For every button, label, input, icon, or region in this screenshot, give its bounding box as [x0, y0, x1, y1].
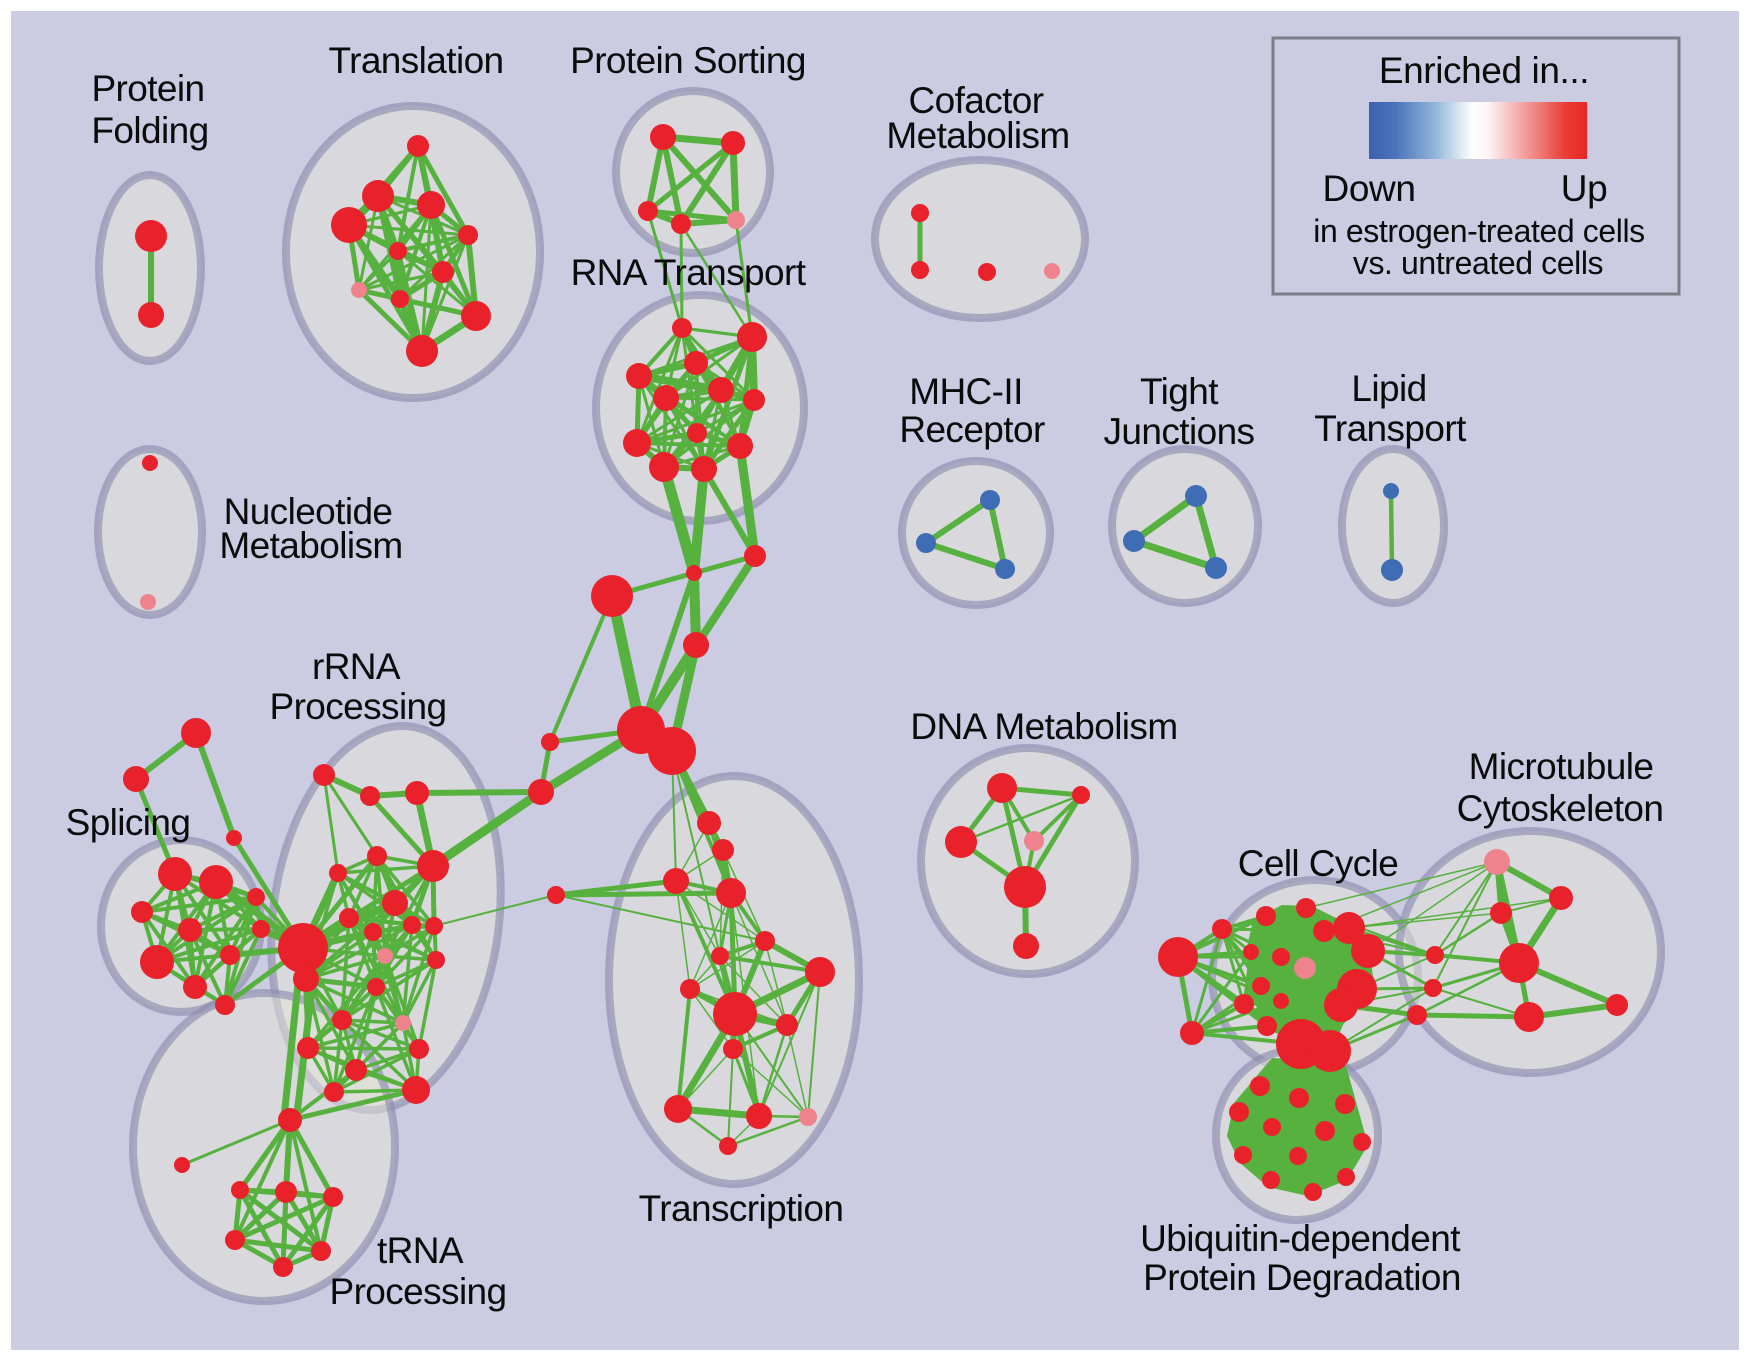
svg-text:in estrogen-treated cells: in estrogen-treated cells [1313, 213, 1645, 249]
svg-text:rRNA: rRNA [312, 646, 401, 687]
svg-text:Receptor: Receptor [899, 409, 1045, 450]
svg-text:Metabolism: Metabolism [219, 525, 402, 566]
svg-text:vs. untreated cells: vs. untreated cells [1353, 245, 1603, 281]
svg-text:Lipid: Lipid [1351, 368, 1426, 409]
svg-text:RNA Transport: RNA Transport [571, 252, 807, 293]
svg-text:Protein: Protein [91, 68, 204, 109]
svg-text:Cofactor: Cofactor [908, 80, 1043, 121]
svg-text:Microtubule: Microtubule [1469, 746, 1654, 787]
svg-text:Down: Down [1323, 168, 1416, 209]
svg-text:Enriched in...: Enriched in... [1379, 50, 1589, 91]
svg-text:Tight: Tight [1140, 371, 1219, 412]
svg-text:Protein Degradation: Protein Degradation [1143, 1257, 1461, 1298]
svg-text:Translation: Translation [328, 40, 503, 81]
svg-text:Folding: Folding [91, 110, 208, 151]
svg-text:Processing: Processing [329, 1271, 506, 1312]
svg-text:MHC-II: MHC-II [909, 371, 1023, 412]
svg-text:Cell Cycle: Cell Cycle [1238, 843, 1399, 884]
svg-text:Ubiquitin-dependent: Ubiquitin-dependent [1140, 1218, 1461, 1259]
svg-text:tRNA: tRNA [377, 1230, 464, 1271]
svg-text:Cytoskeleton: Cytoskeleton [1457, 788, 1664, 829]
svg-text:Processing: Processing [269, 686, 446, 727]
svg-text:Transport: Transport [1314, 408, 1467, 449]
svg-text:Transcription: Transcription [639, 1188, 844, 1229]
svg-text:Junctions: Junctions [1104, 411, 1255, 452]
svg-text:Metabolism: Metabolism [886, 115, 1069, 156]
svg-text:DNA Metabolism: DNA Metabolism [910, 706, 1177, 747]
svg-text:Protein Sorting: Protein Sorting [570, 40, 806, 81]
svg-text:Splicing: Splicing [66, 802, 191, 843]
svg-text:Nucleotide: Nucleotide [224, 491, 393, 532]
svg-text:Up: Up [1561, 168, 1608, 209]
